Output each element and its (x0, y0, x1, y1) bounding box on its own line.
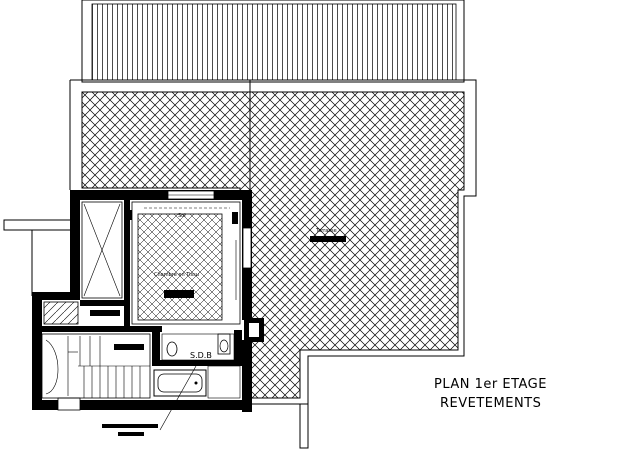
plan-title: PLAN 1er ETAGE (434, 377, 547, 392)
bathroom-label: S.D.B (190, 351, 212, 360)
bedroom-top-label: Sol (178, 213, 186, 219)
staircase (41, 333, 151, 399)
duct (244, 318, 264, 342)
bedroom (126, 201, 241, 325)
bathroom (153, 333, 241, 431)
terrace-label-mark (310, 236, 346, 242)
plan-subtitle: REVETEMENTS (440, 396, 541, 411)
terrace-outline (69, 79, 477, 449)
terrace-label: Terrasse (315, 228, 337, 234)
left-balcony (3, 219, 77, 296)
legend-marks (90, 310, 158, 436)
bedroom-label: Chambre en Tissu (154, 272, 199, 278)
roof-pergola (81, 0, 465, 83)
closet (43, 201, 123, 325)
terrace-tiles (81, 91, 465, 399)
